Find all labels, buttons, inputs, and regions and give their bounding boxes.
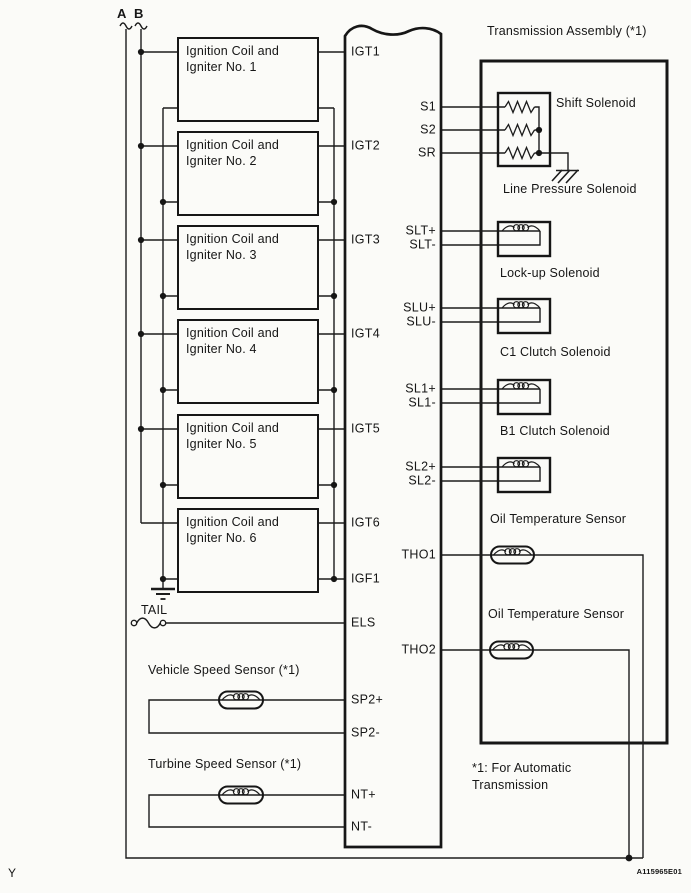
ignition-box-4-line1: Ignition Coil and xyxy=(186,326,280,340)
wire-break-icon xyxy=(119,22,133,30)
ignition-box-4-label: Ignition Coil and Igniter No. 4 xyxy=(186,325,279,357)
pin-label-sl2-plus: SL2+ xyxy=(405,459,436,474)
bus-a-label: A xyxy=(117,6,127,21)
ignition-box-1-line2: Igniter No. 1 xyxy=(186,60,257,74)
oil-temp-sensor-1-label: Oil Temperature Sensor xyxy=(490,512,627,526)
oil-temp-sensor-2-label: Oil Temperature Sensor xyxy=(488,607,625,621)
pin-label-sl1-minus: SL1- xyxy=(408,395,436,410)
ignition-box-5-line2: Igniter No. 5 xyxy=(186,437,257,451)
pin-label-igt2: IGT2 xyxy=(351,138,380,153)
doc-number: A115965E01 xyxy=(636,867,682,876)
junction-dots xyxy=(137,48,633,862)
chassis-ground-icon xyxy=(551,169,579,184)
ignition-box-1-label: Ignition Coil and Igniter No. 1 xyxy=(186,43,279,75)
tail-label: TAIL xyxy=(141,603,168,617)
wire-break-icon xyxy=(134,22,148,30)
pin-label-igt4: IGT4 xyxy=(351,326,380,341)
pin-label-sp2-minus: SP2- xyxy=(351,725,380,740)
pin-label-slt-plus: SLT+ xyxy=(405,223,436,238)
turbine-speed-sensor-label: Turbine Speed Sensor (*1) xyxy=(148,757,302,771)
ignition-box-5-label: Ignition Coil and Igniter No. 5 xyxy=(186,420,279,452)
bus-b-label: B xyxy=(134,6,144,21)
line-pressure-solenoid-label: Line Pressure Solenoid xyxy=(503,182,637,196)
coil-icon xyxy=(221,693,261,701)
pin-label-tho2: THO2 xyxy=(401,642,436,657)
pin-label-nt-plus: NT+ xyxy=(351,787,376,802)
pin-label-slu-plus: SLU+ xyxy=(403,300,436,315)
pin-label-sl2-minus: SL2- xyxy=(408,473,436,488)
pin-label-slt-minus: SLT- xyxy=(409,237,436,252)
sensor-pills xyxy=(218,545,535,805)
pin-label-slu-minus: SLU- xyxy=(406,314,436,329)
ignition-box-6-label: Ignition Coil and Igniter No. 6 xyxy=(186,514,279,546)
shift-solenoid-label: Shift Solenoid xyxy=(556,96,636,110)
ignition-box-3-line2: Igniter No. 3 xyxy=(186,248,257,262)
page-corner-mark: Y xyxy=(8,866,17,880)
ecu-box xyxy=(343,24,443,849)
lockup-solenoid-label: Lock-up Solenoid xyxy=(500,266,600,280)
footnote-line1: *1: For Automatic xyxy=(472,761,572,775)
ignition-box-2-label: Ignition Coil and Igniter No. 2 xyxy=(186,137,279,169)
solenoid-boxes xyxy=(496,220,552,494)
coil-icon xyxy=(221,788,261,796)
pin-label-igt6: IGT6 xyxy=(351,515,380,530)
pin-label-igt5: IGT5 xyxy=(351,421,380,436)
ignition-box-1-line1: Ignition Coil and xyxy=(186,44,280,58)
pin-label-s2: S2 xyxy=(420,122,436,137)
pin-label-tho1: THO1 xyxy=(401,547,436,562)
ignition-box-outlines xyxy=(177,37,319,593)
ignition-box-4-line2: Igniter No. 4 xyxy=(186,342,257,356)
vehicle-speed-sensor-label: Vehicle Speed Sensor (*1) xyxy=(148,663,300,677)
pin-label-sr: SR xyxy=(418,145,436,160)
ignition-box-6-line1: Ignition Coil and xyxy=(186,515,280,529)
earth-ground-icon xyxy=(151,587,175,600)
ignition-box-2-line2: Igniter No. 2 xyxy=(186,154,257,168)
c1-clutch-solenoid-label: C1 Clutch Solenoid xyxy=(500,345,611,359)
shift-solenoid-box xyxy=(496,91,552,168)
bus-a-wire xyxy=(125,29,643,859)
b1-clutch-solenoid-label: B1 Clutch Solenoid xyxy=(500,424,610,438)
tail-fuse-icon xyxy=(130,617,167,629)
ignition-box-6-line2: Igniter No. 6 xyxy=(186,531,257,545)
pin-label-igt3: IGT3 xyxy=(351,232,380,247)
ignition-box-3-line1: Ignition Coil and xyxy=(186,232,280,246)
pin-label-els: ELS xyxy=(351,615,376,630)
pin-label-sl1-plus: SL1+ xyxy=(405,381,436,396)
pin-label-nt-minus: NT- xyxy=(351,819,373,834)
ignition-box-2-line1: Ignition Coil and xyxy=(186,138,280,152)
footnote: *1: For Automatic Transmission xyxy=(472,760,571,793)
footnote-line2: Transmission xyxy=(472,777,549,792)
ignition-box-5-line1: Ignition Coil and xyxy=(186,421,280,435)
pin-label-igf1: IGF1 xyxy=(351,571,380,586)
ignition-box-3-label: Ignition Coil and Igniter No. 3 xyxy=(186,231,279,263)
wires xyxy=(119,22,644,859)
pin-label-s1: S1 xyxy=(420,99,436,114)
transmission-assembly-title: Transmission Assembly (*1) xyxy=(487,24,647,38)
pin-label-sp2-plus: SP2+ xyxy=(351,692,384,707)
pin-label-igt1: IGT1 xyxy=(351,44,380,59)
